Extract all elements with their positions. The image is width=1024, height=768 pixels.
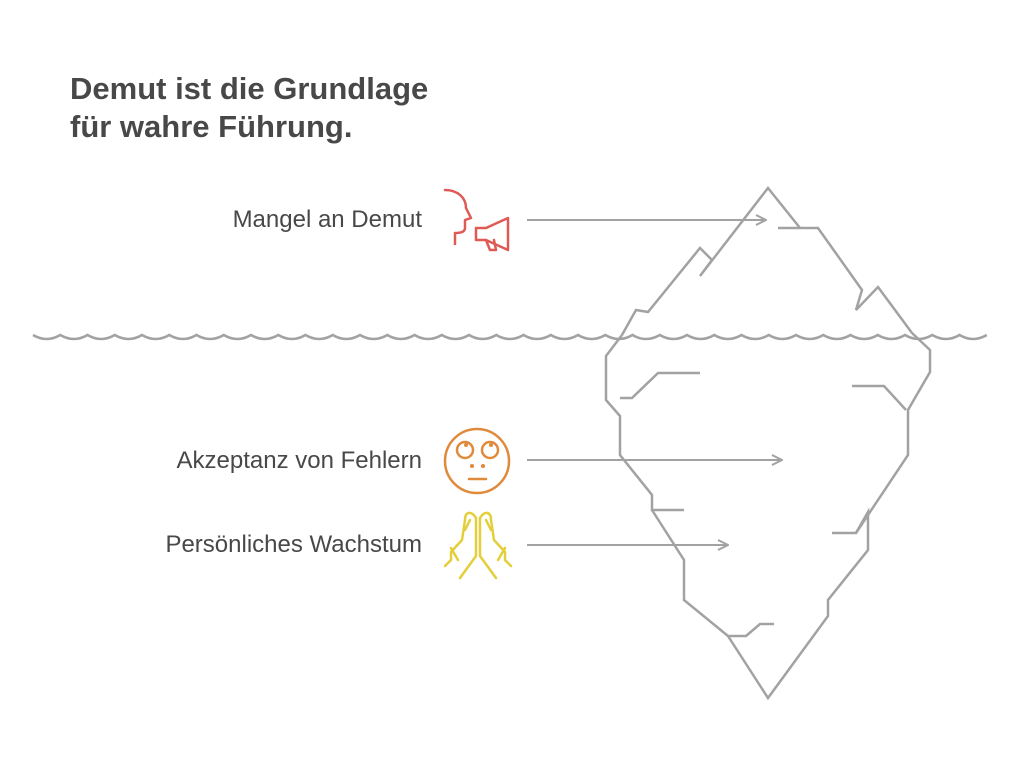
- iceberg-tip: [620, 185, 914, 336]
- title-line-1: Demut ist die Grundlage: [70, 71, 429, 106]
- label-mangel-an-demut: Mangel an Demut: [232, 206, 422, 233]
- water-line: [32, 333, 988, 341]
- diagram-title: Demut ist die Grundlage für wahre Führun…: [70, 70, 510, 146]
- eyes-rolled-face-icon: [443, 427, 511, 495]
- label-akzeptanz-von-fehlern: Akzeptanz von Fehlern: [176, 447, 422, 474]
- speaking-megaphone-icon: [443, 188, 510, 252]
- praying-hands-icon: [443, 511, 513, 580]
- iceberg-base: [604, 332, 932, 701]
- title-line-2: für wahre Führung.: [70, 109, 353, 144]
- label-persoenliches-wachstum: Persönliches Wachstum: [165, 531, 422, 558]
